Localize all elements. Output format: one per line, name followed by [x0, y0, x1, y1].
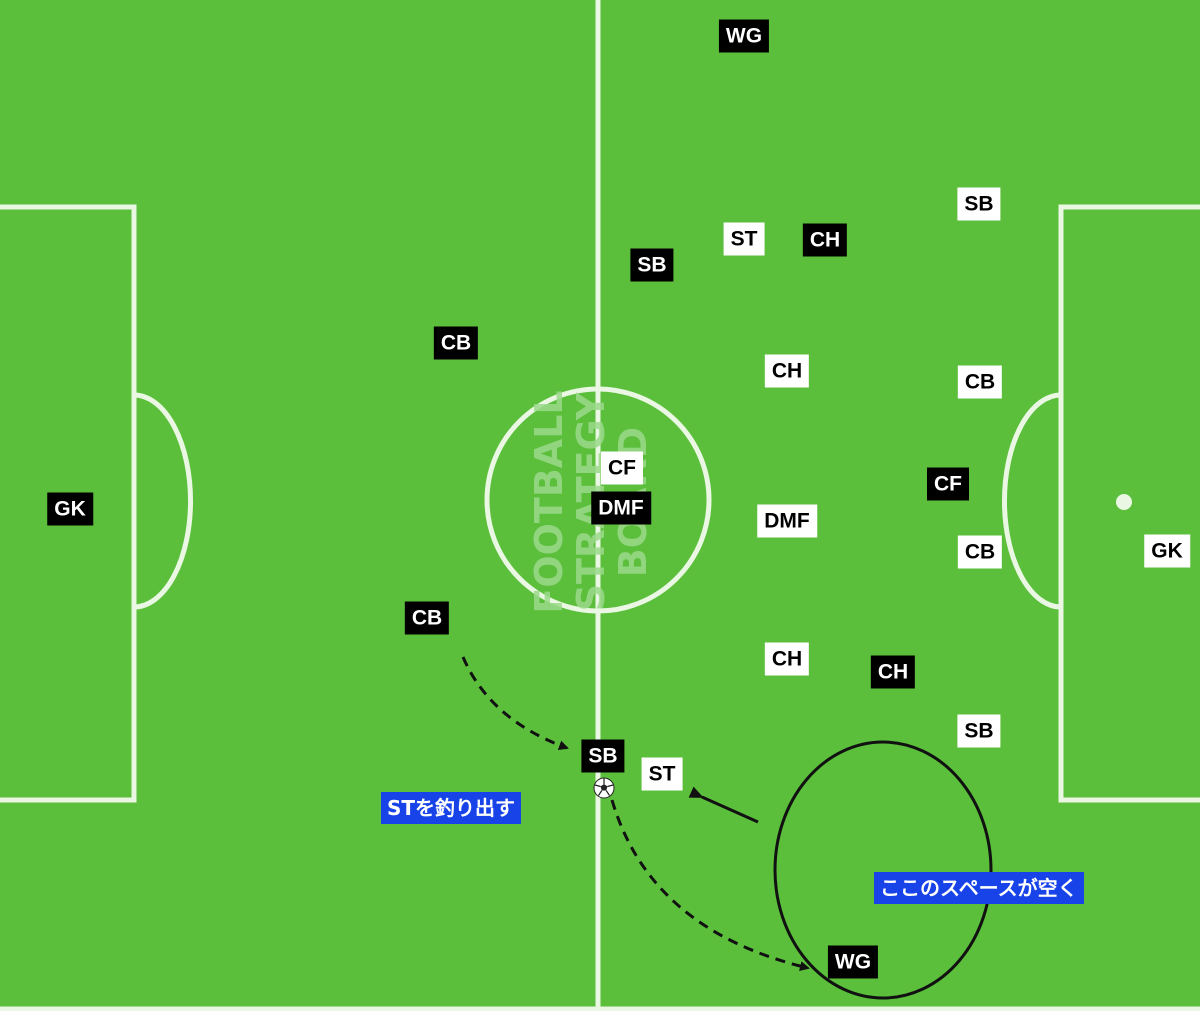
player-dark-cf[interactable]: CF — [927, 467, 969, 501]
logo-line1: FOOTBALL — [527, 390, 571, 613]
left-penalty-box — [0, 204, 137, 803]
player-light-cb[interactable]: CB — [957, 365, 1003, 399]
player-light-cf[interactable]: CF — [601, 451, 643, 485]
player-dark-wg[interactable]: WG — [827, 945, 879, 979]
player-light-ch[interactable]: CH — [764, 354, 810, 388]
ball-pass-arrow — [610, 799, 810, 971]
player-dark-dmf[interactable]: DMF — [591, 491, 651, 525]
player-light-ch[interactable]: CH — [764, 642, 810, 676]
player-light-st[interactable]: ST — [723, 222, 765, 256]
space-highlight-ellipse — [773, 740, 993, 1000]
player-dark-sb[interactable]: SB — [630, 248, 674, 282]
left-penalty-arc — [133, 392, 193, 610]
player-light-dmf[interactable]: DMF — [757, 504, 817, 538]
player-light-sb[interactable]: SB — [957, 714, 1001, 748]
st-movement-arrow — [688, 786, 759, 824]
player-light-sb[interactable]: SB — [957, 187, 1001, 221]
player-light-st[interactable]: ST — [641, 757, 683, 791]
player-dark-ch[interactable]: CH — [802, 223, 848, 257]
player-dark-cb[interactable]: CB — [404, 601, 450, 635]
soccer-ball-icon[interactable] — [593, 777, 615, 799]
player-dark-gk[interactable]: GK — [47, 492, 93, 526]
player-light-cb[interactable]: CB — [957, 535, 1003, 569]
player-dark-ch[interactable]: CH — [870, 655, 916, 689]
center-circle — [484, 386, 712, 614]
note-lure-striker: STを釣り出す — [381, 792, 522, 824]
note-space-opens: ここのスペースが空く — [874, 872, 1084, 904]
right-penalty-arc — [1002, 392, 1062, 610]
right-penalty-box — [1058, 204, 1200, 803]
cb-run-arrow — [461, 656, 569, 750]
player-dark-sb[interactable]: SB — [581, 739, 625, 773]
player-dark-cb[interactable]: CB — [433, 326, 479, 360]
player-light-gk[interactable]: GK — [1144, 534, 1190, 568]
penalty-spot — [1116, 494, 1132, 510]
player-dark-wg[interactable]: WG — [718, 19, 770, 53]
